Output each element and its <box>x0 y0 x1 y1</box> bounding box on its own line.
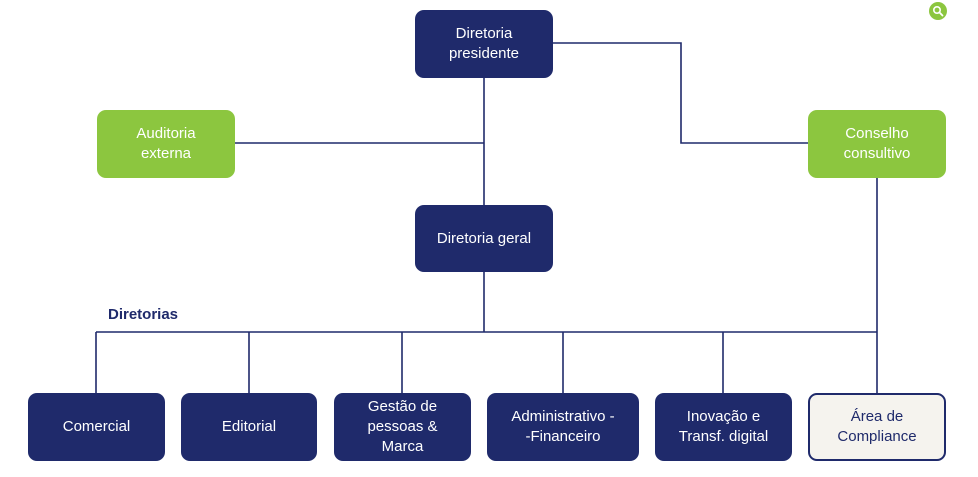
node-administrativo-financeiro: Administrativo - -Financeiro <box>487 393 639 461</box>
node-area-compliance: Área de Compliance <box>808 393 946 461</box>
node-inovacao-transf-digital: Inovação e Transf. digital <box>655 393 792 461</box>
node-diretoria-presidente: Diretoria presidente <box>415 10 553 78</box>
search-icon[interactable] <box>929 2 947 20</box>
node-comercial: Comercial <box>28 393 165 461</box>
node-conselho-consultivo: Conselho consultivo <box>808 110 946 178</box>
node-diretoria-geral: Diretoria geral <box>415 205 553 272</box>
node-gestao-pessoas-marca: Gestão de pessoas & Marca <box>334 393 471 461</box>
node-editorial: Editorial <box>181 393 317 461</box>
section-label-diretorias: Diretorias <box>108 306 179 323</box>
node-auditoria-externa: Auditoria externa <box>97 110 235 178</box>
line-to-conselho <box>553 42 808 144</box>
